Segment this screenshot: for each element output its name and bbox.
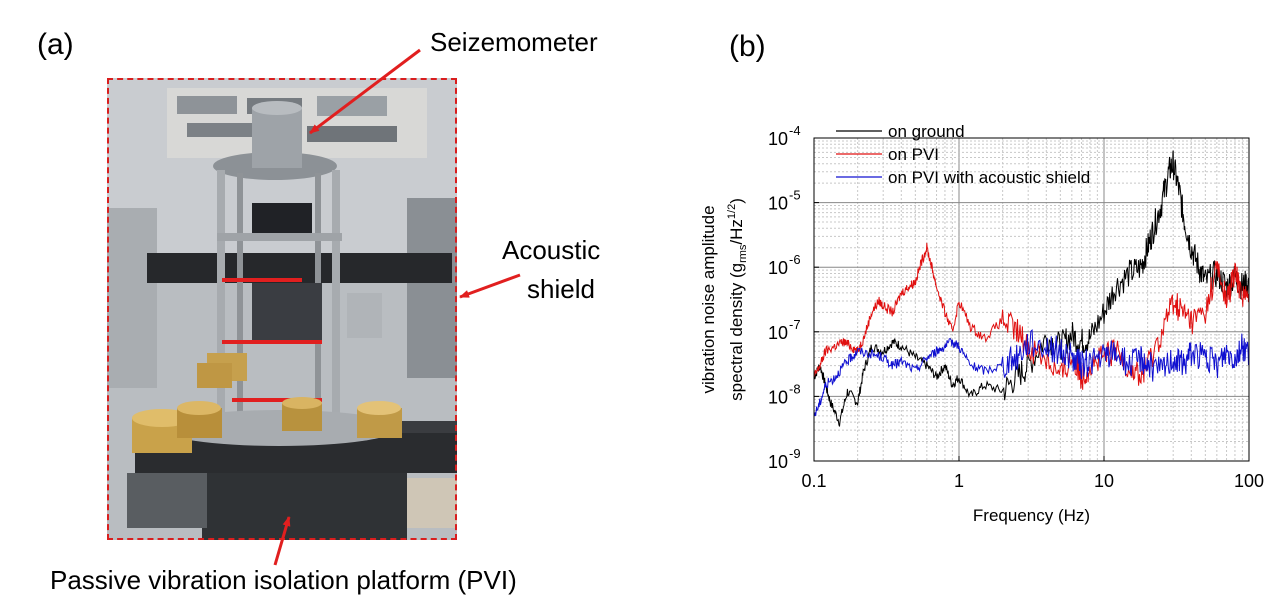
series-on-pvi: [813, 242, 1250, 390]
x-axis-title: Frequency (Hz): [973, 506, 1090, 525]
plot-frame: [813, 137, 1250, 462]
chart-legend: on ground on PVI on PVI with acoustic shie…: [836, 122, 1090, 187]
acoustic-shield-arrow: [459, 273, 521, 299]
x-tick-label: 0.1: [801, 471, 826, 491]
y-axis-title-sup: 1/2: [726, 204, 738, 219]
panel-a-letter: (a): [37, 28, 74, 61]
x-tick-label: 100: [1234, 471, 1264, 491]
acoustic-shield-label-line2: shield: [527, 274, 595, 304]
legend-label: on ground: [888, 122, 965, 141]
chart-series: [813, 150, 1250, 427]
y-tick-label: 10: [768, 387, 788, 407]
y-tick-exponent: -5: [789, 188, 801, 203]
y-axis-title-prefix: spectral density (g: [727, 263, 746, 401]
legend-label: on PVI: [888, 145, 939, 164]
y-tick-label: 10: [768, 323, 788, 343]
y-axis-title-sub: rms: [737, 244, 749, 263]
legend-label: on PVI with acoustic shield: [888, 168, 1090, 187]
panel-b-letter: (b): [729, 30, 766, 63]
y-tick-label: 10: [768, 258, 788, 278]
seismometer-label: Seizemometer: [430, 27, 598, 57]
acoustic-shield-label-line1: Acoustic: [502, 235, 601, 265]
pvi-label: Passive vibration isolation platform (PV…: [50, 565, 517, 595]
x-tick-label: 10: [1094, 471, 1114, 491]
y-axis-title-suffix: ): [727, 198, 746, 204]
y-tick-exponent: -7: [789, 317, 801, 332]
y-tick-exponent: -8: [789, 381, 801, 396]
series-on-pvi-with-acoustic-shield: [813, 328, 1250, 417]
x-tick-label: 1: [954, 471, 964, 491]
y-tick-exponent: -6: [789, 252, 801, 267]
y-axis-title-mid: /Hz: [727, 219, 746, 245]
y-tick-label: 10: [768, 452, 788, 472]
y-tick-exponent: -4: [789, 123, 801, 138]
y-tick-exponent: -9: [789, 446, 801, 461]
y-axis-title-line1: vibration noise amplitude: [699, 205, 718, 393]
y-tick-label: 10: [768, 194, 788, 214]
y-axis-title-line2: spectral density (grms/Hz1/2): [726, 198, 749, 401]
acoustic-shield-outline: [107, 78, 457, 540]
y-tick-label: 10: [768, 129, 788, 149]
series-on-ground: [813, 150, 1250, 427]
